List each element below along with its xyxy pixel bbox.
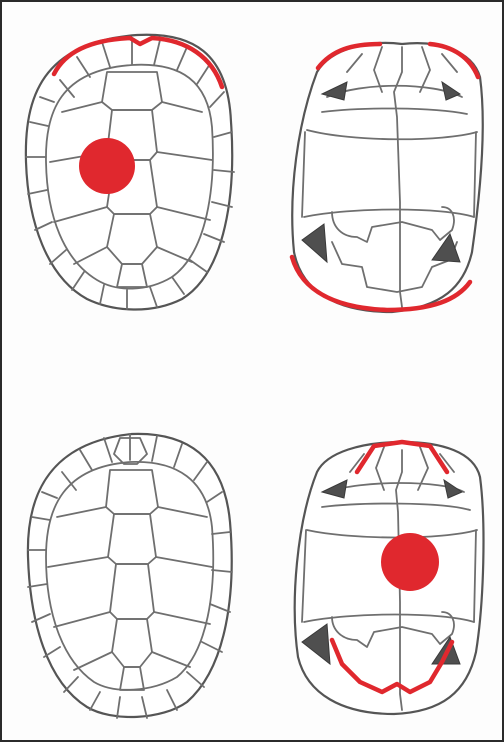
plastron-center-red-dot [381,533,439,591]
plastron-panel-top-right [292,43,483,312]
carapace-center-red-dot [79,138,135,194]
plastron-outline [292,43,483,312]
carapace-panel-top-left [26,35,234,310]
plastron-panel-bottom-right [295,442,484,714]
carapace-outline [28,434,232,717]
carapace-panel-bottom-left [28,434,232,718]
